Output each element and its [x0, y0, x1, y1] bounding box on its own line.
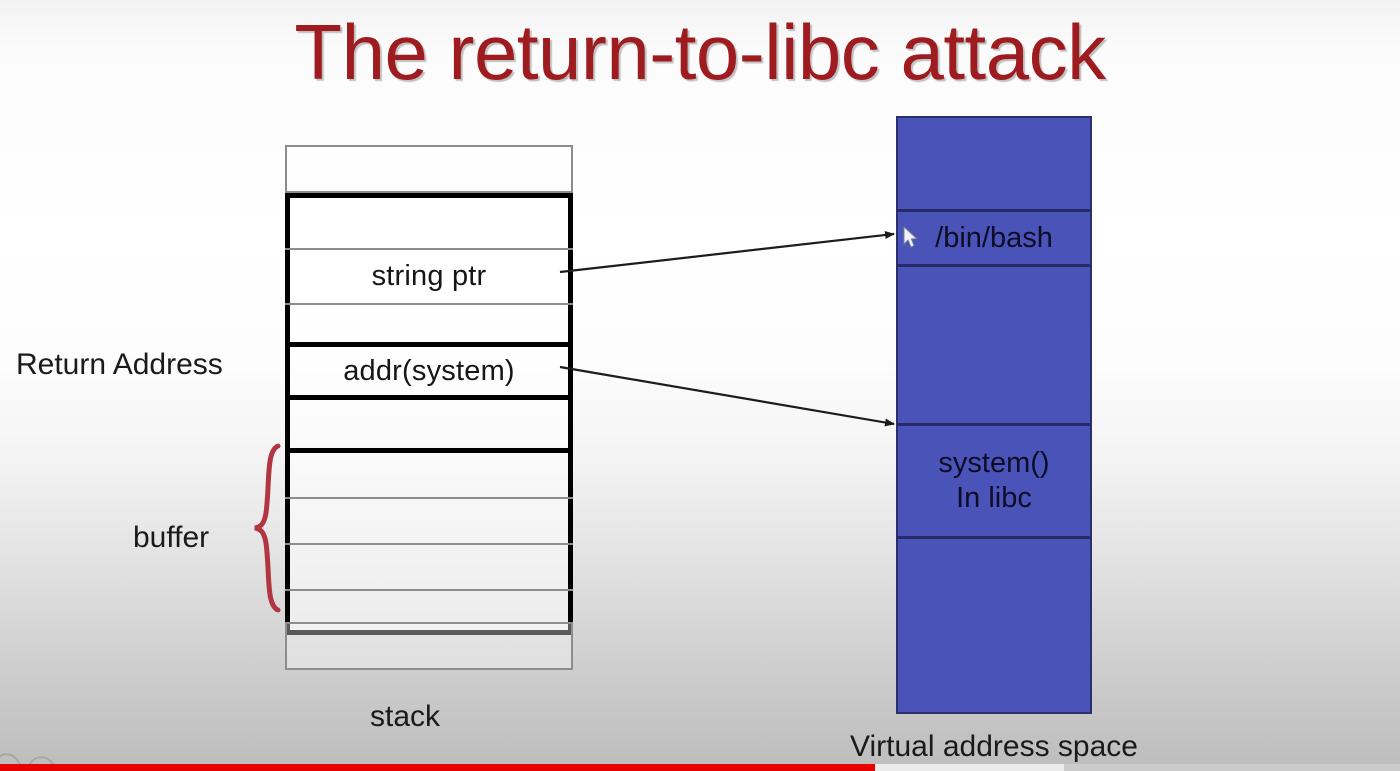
stack-row-label: string ptr — [371, 260, 487, 292]
vas-divider — [898, 264, 1090, 267]
mouse-cursor-icon — [903, 226, 918, 248]
stack-row-addr-system: addr(system) — [285, 347, 573, 395]
buffer-brace-icon — [254, 443, 281, 613]
stack-row-1 — [285, 198, 573, 248]
stack-divider — [285, 303, 573, 305]
vas-divider — [898, 536, 1090, 539]
stack-row-string-ptr: string ptr — [285, 250, 573, 303]
stack-divider — [285, 497, 573, 499]
vas-band-top-empty — [898, 118, 1090, 210]
stack-row-5 — [285, 400, 573, 448]
buffer-label: buffer — [133, 521, 210, 554]
virtual-address-space-diagram: /bin/bash system() In libc — [896, 116, 1092, 714]
vas-divider — [898, 423, 1090, 426]
page-title: The return-to-libc attack — [294, 8, 1106, 96]
video-progress-track[interactable] — [0, 764, 1400, 771]
stack-buffer-row-2 — [285, 499, 573, 543]
stack-buffer-row-3 — [285, 545, 573, 589]
arrow-string-ptr-to-bin-bash — [559, 231, 895, 274]
vas-divider — [898, 209, 1090, 212]
stack-row-label: addr(system) — [343, 354, 515, 387]
vas-band-label-line1: system() — [938, 447, 1050, 479]
stack-divider — [285, 589, 573, 591]
vas-band-label: /bin/bash — [935, 221, 1053, 254]
vas-band-bin-bash: /bin/bash — [898, 212, 1090, 264]
vas-band-bottom-empty — [898, 539, 1090, 712]
return-address-label: Return Address — [16, 348, 223, 381]
stack-divider-thick — [285, 395, 573, 400]
stack-diagram: string ptr addr(system) — [285, 145, 573, 670]
stack-frame-bottom-border — [285, 630, 573, 635]
virtual-address-space-caption: Virtual address space — [850, 730, 1138, 763]
arrow-addr-system-to-system-libc — [559, 365, 895, 427]
stack-row-above-frame — [285, 145, 573, 193]
stack-divider — [285, 248, 573, 250]
vas-band-middle-empty — [898, 267, 1090, 423]
stack-row-below-frame — [285, 622, 573, 670]
stack-buffer-row-1 — [285, 453, 573, 497]
stack-frame-top-border — [285, 193, 573, 198]
stack-caption: stack — [369, 700, 441, 733]
stack-divider-thick — [285, 448, 573, 453]
video-progress-bar[interactable] — [0, 764, 875, 771]
stack-divider-thick — [285, 342, 573, 347]
vas-band-system-libc: system() In libc — [898, 426, 1090, 536]
stack-divider — [285, 543, 573, 545]
vas-band-label-line2: In libc — [956, 482, 1032, 514]
